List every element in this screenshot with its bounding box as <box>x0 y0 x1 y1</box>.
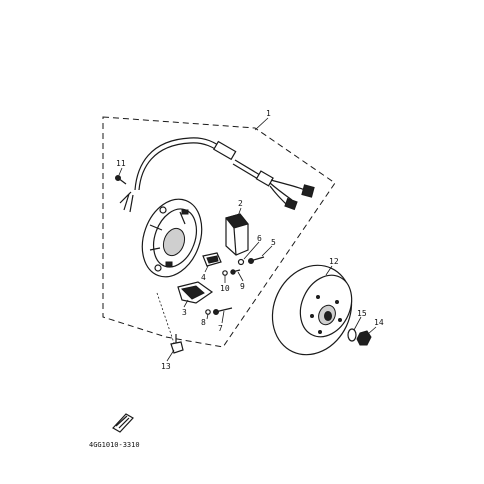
part-14-nut <box>356 330 372 346</box>
callout-12: 12 <box>329 257 339 266</box>
callout-4: 4 <box>201 273 206 282</box>
wire-harness <box>119 137 315 213</box>
callout-11: 11 <box>116 159 126 168</box>
callout-9: 9 <box>240 282 245 291</box>
callout-labels: 1 2 3 4 5 6 7 8 9 10 11 12 13 14 15 <box>116 109 384 371</box>
leader-lines <box>118 117 377 362</box>
callout-3: 3 <box>182 308 187 317</box>
part-2-coil <box>225 213 249 256</box>
part-15-washer <box>347 328 357 342</box>
callout-10: 10 <box>220 284 230 293</box>
callout-2: 2 <box>238 199 243 208</box>
callout-1: 1 <box>266 109 271 118</box>
catalog-marker <box>112 413 134 433</box>
callout-15: 15 <box>357 309 367 318</box>
part-3-bracket <box>177 281 214 304</box>
callout-5: 5 <box>271 238 276 247</box>
part-12-rotor <box>271 264 353 356</box>
callout-8: 8 <box>201 318 206 327</box>
catalog-code: 4GG1010-3310 <box>89 441 140 449</box>
callout-6: 6 <box>257 234 262 243</box>
callout-13: 13 <box>161 362 171 371</box>
callout-7: 7 <box>218 324 223 333</box>
assembly-boundary <box>102 116 336 348</box>
part-4-pickup <box>202 252 222 267</box>
callout-14: 14 <box>374 318 384 327</box>
stator-plate <box>141 198 203 278</box>
